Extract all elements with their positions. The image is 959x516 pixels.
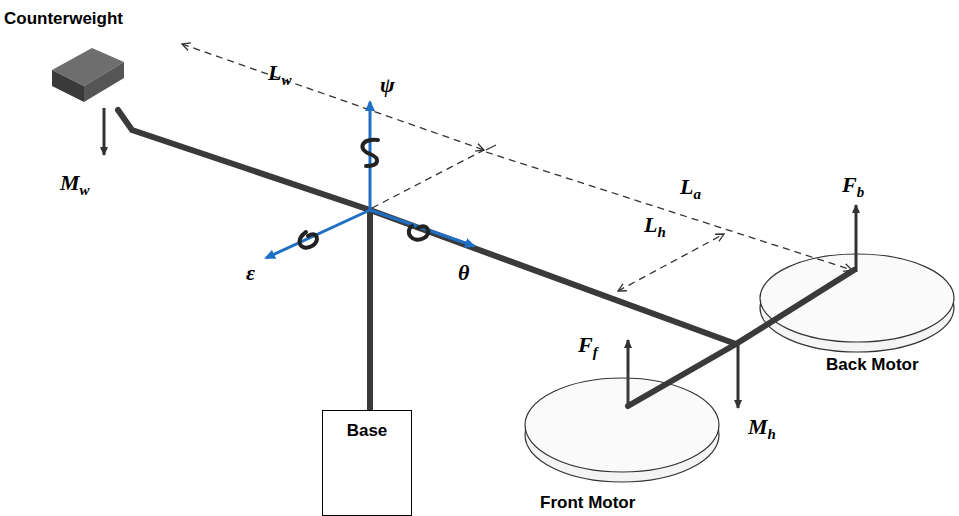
symbol-label: ε — [246, 262, 255, 284]
part-label: Back Motor — [826, 356, 919, 373]
symbol-label: θ — [458, 262, 469, 284]
symbol-label: Lh — [644, 214, 666, 240]
dimension-lines — [182, 44, 852, 291]
counterweight-block — [52, 48, 124, 102]
rotation-symbols — [299, 140, 428, 248]
symbol-label: Mh — [748, 416, 776, 442]
symbol-label: Ff — [578, 334, 598, 360]
symbol-label: Lw — [268, 62, 291, 88]
part-label: Counterweight — [4, 10, 123, 27]
symbol-label: Mw — [60, 172, 90, 198]
symbol-label: ψ — [380, 74, 395, 96]
helicopter-frame — [118, 110, 854, 432]
part-label: Base — [323, 421, 411, 441]
rotation-axes — [266, 102, 474, 258]
symbol-label: La — [680, 176, 701, 202]
front-motor-disc — [525, 378, 719, 482]
base-box: Base — [322, 410, 412, 516]
symbol-label: Fb — [842, 174, 864, 200]
part-label: Front Motor — [540, 494, 635, 511]
force-arrows — [104, 108, 856, 408]
motor-struts — [627, 372, 630, 406]
